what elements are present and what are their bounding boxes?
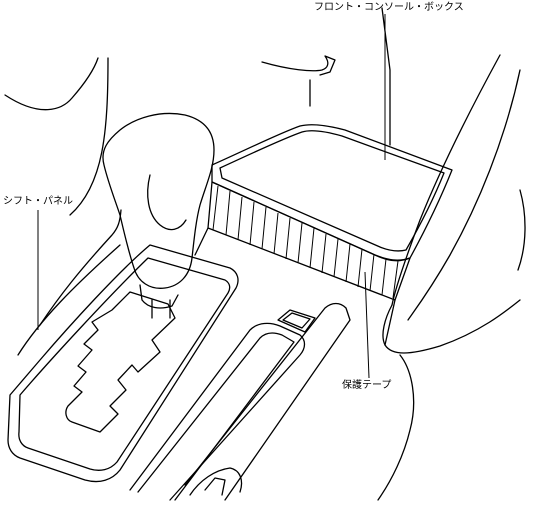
- small-button: [277, 309, 316, 333]
- dashboard-edge: [69, 57, 109, 216]
- console-left-edge: [39, 209, 122, 326]
- console-left-edge-inner: [17, 244, 121, 356]
- shift-knob-collar: [139, 284, 179, 309]
- armrest-body: [382, 299, 521, 354]
- console-face: [194, 227, 396, 346]
- shift-gate: [65, 291, 176, 433]
- button-slot-inner: [129, 322, 306, 501]
- protective-tape-hatching: [212, 185, 399, 299]
- protective-tape-outline: [207, 181, 411, 301]
- label-protective-tape: 保護テープ: [342, 380, 392, 391]
- shift-panel-frame-outer: [7, 244, 239, 483]
- right-trim-inner: [407, 69, 521, 321]
- right-rear-edge: [517, 189, 526, 271]
- upper-panel-line: [381, 7, 391, 146]
- center-trim: [261, 55, 336, 76]
- button-slot-outer: [184, 302, 351, 501]
- shift-knob-highlight: [147, 174, 187, 231]
- dashboard-curve: [4, 57, 99, 111]
- leader-protective-tape: [364, 271, 370, 379]
- lower-knob: [189, 467, 243, 496]
- label-shift-panel: シフト・パネル: [3, 196, 73, 207]
- shift-panel-frame-inner: [18, 257, 231, 471]
- shift-lever-stem: [151, 299, 171, 319]
- console-box-lid-outer: [211, 124, 453, 262]
- shift-knob: [102, 112, 215, 289]
- right-trim-outer: [391, 54, 501, 306]
- label-front-console-box: フロント・コンソール・ボックス: [314, 2, 464, 13]
- slot-face: [137, 332, 295, 501]
- lower-knob-inner: [204, 477, 226, 496]
- console-box-lid-inner: [219, 130, 445, 252]
- armrest-lower: [377, 354, 415, 501]
